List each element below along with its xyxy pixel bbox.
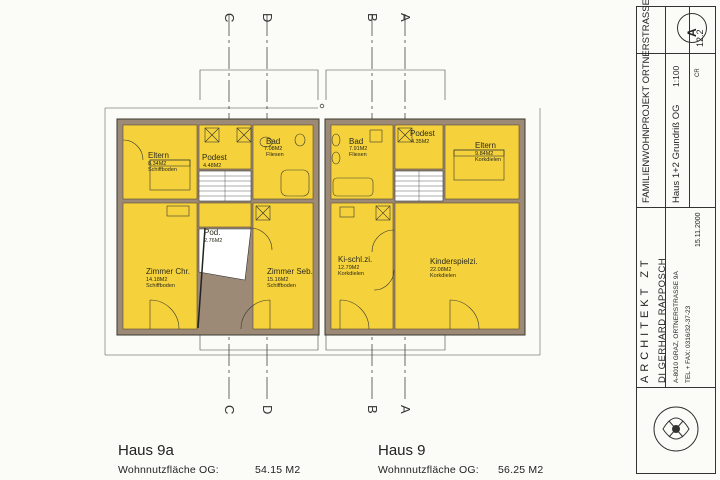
room-name-podest-right: Podest (410, 129, 436, 138)
drawing-scale: 1:100 (671, 65, 681, 87)
room-name-pod: Pod. (204, 228, 220, 237)
room-name-zimmer-chr: Zimmer Chr. (146, 267, 190, 276)
office-address: A-8010 GRAZ, ORTNERSTRASSE 9A (673, 271, 680, 383)
fixtures (122, 127, 505, 330)
axis-label-d-bottom: D (260, 405, 275, 414)
room-floor-eltern-right: Korkdielen (475, 157, 501, 163)
area-label-right: Wohnnutzfläche OG: (378, 464, 479, 476)
area-label-left: Wohnnutzfläche OG: (118, 464, 219, 476)
project-name: FAMILIENWOHNPROJEKT ORTNERSTRASSE (641, 0, 652, 203)
room-name-podest-left: Podest (202, 153, 228, 162)
axis-label-d-top: D (260, 13, 275, 22)
area-summary: Haus 9a Wohnnutzfläche OG: 54.15 M2 Haus… (0, 440, 610, 480)
room-labels: Eltern 8.34M2 Schiffboden Podest 4.48M2 … (146, 129, 501, 289)
room-area-podest-right: 4.35M2 (411, 139, 429, 145)
office-phone: TEL + FAX: 0316/32-37-23 (685, 305, 692, 383)
room-area-eltern-right: 9.84M2 (475, 151, 493, 157)
room-name-eltern-right: Eltern (475, 141, 496, 150)
room-fills (122, 124, 520, 330)
room-floor-eltern-left: Schiffboden (148, 167, 177, 173)
sheet-number: 12.2 (695, 29, 705, 47)
drawing-title: Haus 1+2 Grundriß OG (671, 104, 682, 203)
room-name-kinderspiel: Kinderspielzi. (430, 257, 478, 266)
title-block: A 12.2 FAMILIENWOHNPROJEKT ORTNERSTRASSE… (636, 0, 716, 474)
room-area-eltern-left: 8.34M2 (148, 161, 166, 167)
room-name-bad-left: Bad (266, 137, 280, 146)
room-floor-kinderspiel: Korkdielen (430, 273, 456, 279)
area-value-left: 54.15 M2 (255, 464, 301, 476)
axis-label-a-bottom: A (398, 405, 413, 414)
room-area-zimmer-chr: 14.18M2 (146, 277, 167, 283)
stairwells (197, 170, 444, 329)
axis-label-b-bottom: B (365, 405, 380, 414)
room-floor-zimmer-seb: Schiffboden (267, 283, 296, 289)
room-area-ki-schl: 12.79M2 (338, 265, 359, 271)
room-name-bad-right: Bad (349, 137, 363, 146)
room-area-zimmer-seb: 15.16M2 (267, 277, 288, 283)
axis-label-c-top: C (222, 13, 237, 22)
house-name-right: Haus 9 (378, 442, 426, 459)
room-area-pod: 2.76M2 (204, 238, 222, 244)
drawing-date: 15.11.2000 (695, 212, 702, 247)
axis-label-b-top: B (365, 13, 380, 22)
room-floor-bad-left: Fliesen (266, 152, 284, 158)
house-name-left: Haus 9a (118, 442, 174, 459)
room-name-eltern-left: Eltern (148, 151, 169, 160)
drawing-initials: CR (695, 68, 701, 77)
axis-label-c-bottom: C (222, 405, 237, 414)
room-floor-zimmer-chr: Schiffboden (146, 283, 175, 289)
axis-labels: C D B A C D B A (222, 13, 413, 414)
architect-name: DI GERHARD RAPPOSCH (657, 257, 668, 383)
area-value-right: 56.25 M2 (498, 464, 544, 476)
room-area-bad-left: 7.08M2 (264, 146, 282, 152)
axis-label-a-top: A (398, 13, 413, 22)
room-floor-ki-schl: Korkdielen (338, 271, 364, 277)
chamber-seal-icon (653, 406, 699, 452)
office-title: ARCHITEKT ZT (639, 256, 651, 383)
room-area-podest-left: 4.48M2 (203, 163, 221, 169)
room-area-bad-right: 7.91M2 (349, 146, 367, 152)
room-name-zimmer-seb: Zimmer Seb. (267, 267, 313, 276)
sheet-number-circle (677, 13, 707, 43)
room-area-kinderspiel: 22.08M2 (430, 267, 451, 273)
room-floor-bad-right: Fliesen (349, 152, 367, 158)
room-name-ki-schl: Ki-schl.zi. (338, 255, 372, 264)
